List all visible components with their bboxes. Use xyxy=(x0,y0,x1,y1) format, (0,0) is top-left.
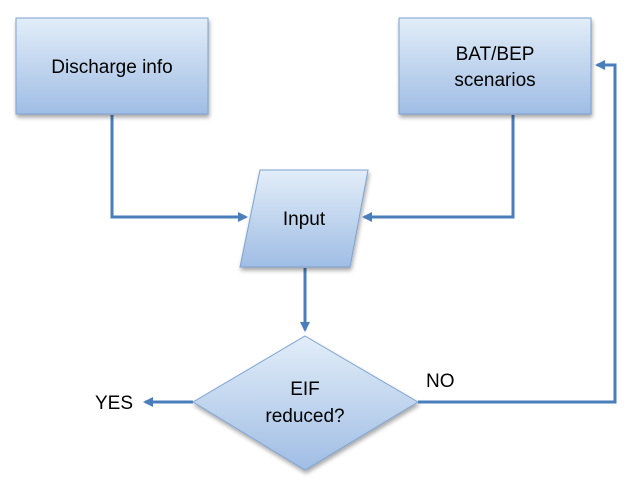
decision-label-line2: reduced? xyxy=(265,406,344,427)
bat-bep-scenarios-node: BAT/BEP scenarios xyxy=(398,17,592,115)
discharge-info-label: Discharge info xyxy=(51,57,172,78)
input-label: Input xyxy=(283,209,326,230)
no-edge-label: NO xyxy=(426,371,455,392)
connector-discharge-to-input xyxy=(110,115,248,222)
eif-reduced-decision-node: EIF reduced? xyxy=(192,335,419,471)
yes-edge-label: YES xyxy=(95,393,133,414)
discharge-info-node: Discharge info xyxy=(15,17,209,115)
connector-bat-to-input xyxy=(362,115,515,222)
bat-bep-label-line1: BAT/BEP xyxy=(456,44,535,65)
connector-decision-no-loop xyxy=(418,60,617,404)
input-node: Input xyxy=(239,169,369,268)
bat-bep-label-line2: scenarios xyxy=(454,70,535,91)
decision-label-line1: EIF xyxy=(290,379,320,400)
